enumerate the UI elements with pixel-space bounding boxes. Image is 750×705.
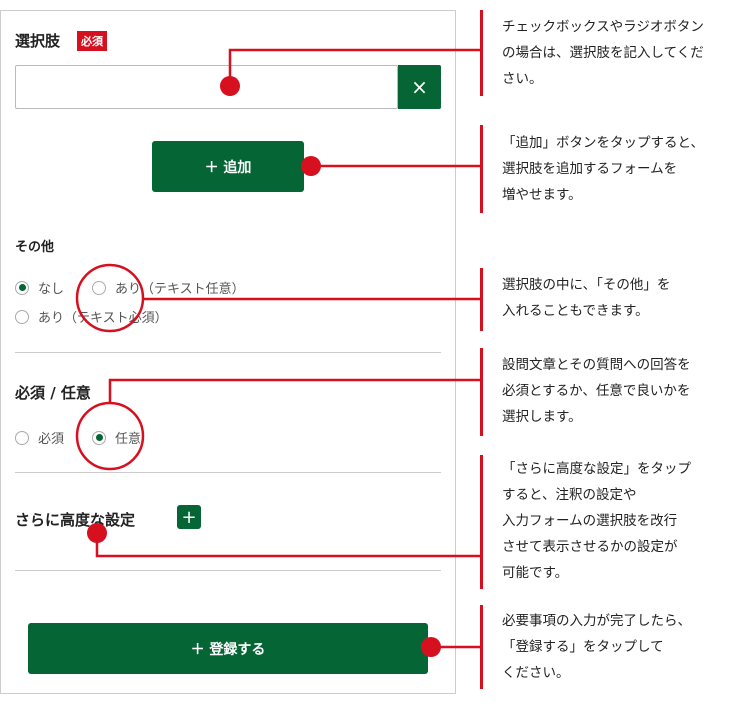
- radio-icon: [92, 430, 106, 445]
- highlight-circle: [75, 263, 145, 333]
- plus-icon: +: [181, 506, 197, 528]
- annotation-bar: [480, 125, 483, 213]
- radio-icon: [15, 280, 29, 295]
- annotation-bar: [480, 268, 483, 331]
- callout-line-1: [228, 48, 481, 85]
- annotation-5: 「さらに高度な設定」をタップ すると、注釈の設定や 入力フォームの選択肢を改行 …: [502, 461, 691, 581]
- radio-icon: [15, 430, 29, 445]
- annotation-6: 必要事項の入力が完了したら、 「登録する」をタップして ください。: [502, 613, 691, 681]
- callout-dot: [87, 523, 107, 543]
- callout-dot: [301, 156, 321, 176]
- submit-button[interactable]: ＋ 登録する: [28, 623, 428, 674]
- advanced-settings-label[interactable]: さらに高度な設定: [15, 511, 136, 529]
- choice-input[interactable]: [15, 65, 398, 109]
- divider: [15, 472, 441, 473]
- divider: [15, 570, 441, 571]
- radio-label: あり（テキスト必須）: [38, 311, 168, 326]
- expand-plus-button[interactable]: +: [177, 505, 201, 529]
- divider: [15, 352, 441, 353]
- add-button[interactable]: ＋ 追加: [152, 141, 304, 192]
- form-panel: [0, 10, 456, 694]
- required-optional-label: 必須 / 任意: [15, 384, 91, 402]
- close-icon: ×: [411, 75, 428, 99]
- annotation-bar: [480, 455, 483, 589]
- radio-other-optional[interactable]: あり（テキスト任意）: [92, 278, 245, 297]
- radio-label: あり（テキスト任意）: [115, 282, 245, 297]
- annotation-bar: [480, 348, 483, 436]
- radio-optional[interactable]: 任意: [92, 428, 141, 447]
- annotation-3: 選択肢の中に、「その他」を 入れることもできます。: [502, 277, 671, 319]
- choices-label: 選択肢: [15, 32, 61, 50]
- annotation-bar: [480, 10, 483, 96]
- other-label: その他: [15, 240, 55, 255]
- radio-icon: [92, 280, 106, 295]
- callout-line-4: [108, 378, 481, 403]
- annotation-4: 設問文章とその質問への回答を 必須とするか、任意で良いかを 選択します。: [502, 357, 691, 425]
- highlight-circle: [75, 401, 145, 471]
- callout-dot: [421, 637, 441, 657]
- callout-dot: [220, 76, 240, 96]
- annotation-2: 「追加」ボタンをタップすると、 選択肢を追加するフォームを 増やせます。: [502, 135, 704, 203]
- radio-none[interactable]: なし: [15, 278, 64, 297]
- clear-button[interactable]: ×: [398, 65, 441, 109]
- required-badge: 必須: [77, 31, 107, 51]
- radio-label: 任意: [115, 432, 142, 447]
- annotation-bar: [480, 605, 483, 689]
- radio-required[interactable]: 必須: [15, 428, 64, 447]
- radio-other-required[interactable]: あり（テキスト必須）: [15, 307, 168, 326]
- radio-label: 必須: [38, 432, 65, 447]
- radio-icon: [15, 309, 29, 324]
- annotation-1: チェックボックスやラジオボタン の場合は、選択肢を記入してくだ さい。: [502, 19, 704, 87]
- radio-label: なし: [38, 282, 65, 297]
- callout-line-5: [95, 533, 481, 558]
